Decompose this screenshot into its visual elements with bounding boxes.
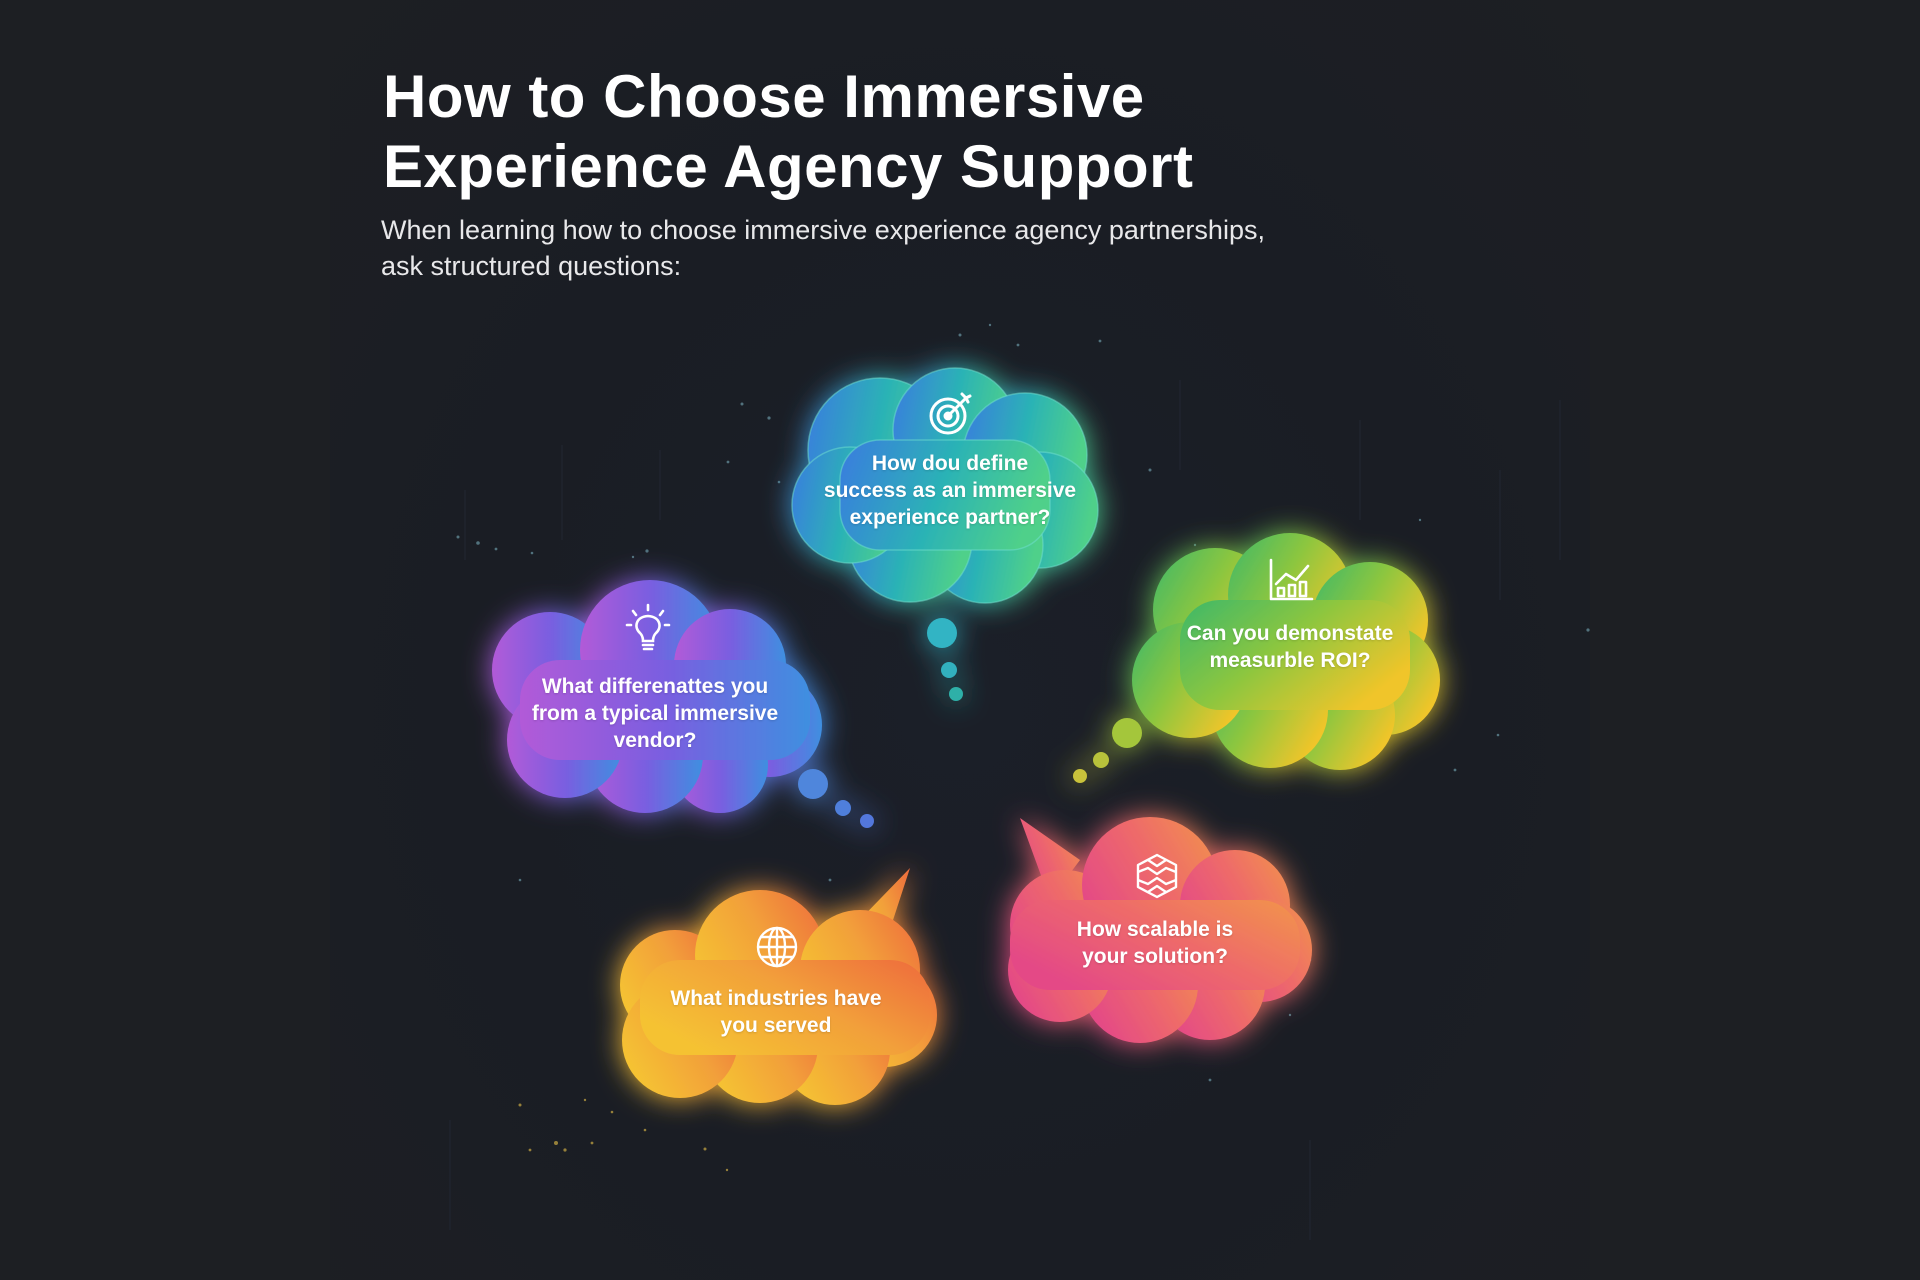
bubble-scalability-text: How scalable is your solution? — [1076, 918, 1234, 968]
bar-chart-growth-icon — [1269, 558, 1314, 601]
bubble-industries-shape — [620, 868, 937, 1105]
lightbulb-icon — [625, 603, 671, 651]
bubble-scalability-shape — [1008, 817, 1312, 1043]
bubble-success-shape — [791, 367, 1099, 701]
page-title: How to Choose Immersive Experience Agenc… — [383, 63, 1194, 200]
bubble-differentiation-shape — [492, 580, 874, 828]
bubble-roi-text: Can you demonstate measurble ROI? — [1186, 622, 1394, 672]
globe-icon — [756, 926, 798, 968]
target-icon — [929, 392, 972, 435]
bubble-success-text: How dou define success as an immersive e… — [823, 452, 1077, 529]
bubble-industries-text: What industries have you served — [670, 987, 882, 1037]
bubble-roi-shape — [1073, 533, 1440, 783]
hexagon-network-icon — [1136, 853, 1178, 899]
bubble-differentiation-text: What differenattes you from a typical im… — [531, 675, 779, 752]
page-subtitle: When learning how to choose immersive ex… — [381, 215, 1265, 281]
